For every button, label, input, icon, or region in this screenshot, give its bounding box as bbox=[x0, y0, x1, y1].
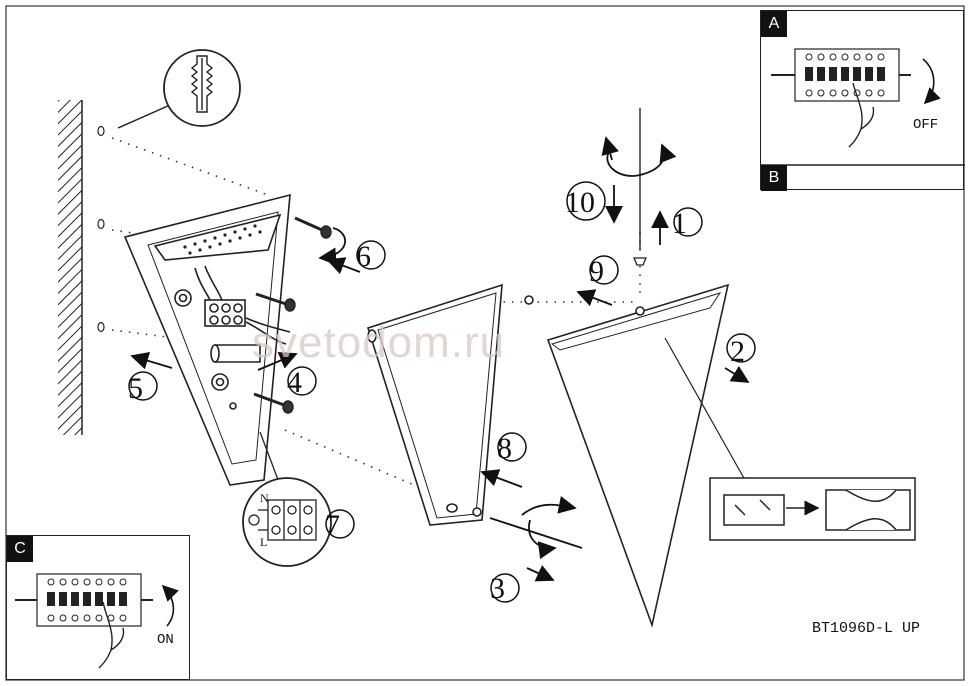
direction-arrows bbox=[130, 185, 750, 582]
screw-icon bbox=[255, 292, 296, 312]
wall-plug-icon bbox=[190, 55, 214, 113]
lamp-cover bbox=[546, 283, 746, 628]
terminal-label-l: L bbox=[260, 535, 267, 549]
panel-ab: A B OFF bbox=[760, 10, 965, 191]
top-screw-icon bbox=[633, 108, 647, 266]
screws bbox=[253, 216, 332, 414]
step-label: 6 bbox=[356, 240, 371, 273]
step-label: 7 bbox=[325, 509, 340, 542]
step-label: 5 bbox=[128, 372, 143, 405]
lamp-frame bbox=[366, 283, 534, 526]
rotation-arrows bbox=[318, 136, 677, 560]
wall-holes bbox=[97, 125, 105, 333]
dowel-callout bbox=[117, 49, 241, 129]
panel-c-tag: C bbox=[7, 536, 33, 562]
breaker-off-diagram bbox=[761, 48, 965, 166]
panel-c: C ON bbox=[6, 535, 190, 680]
wiring-detail bbox=[242, 431, 332, 567]
panel-a-caption: OFF bbox=[913, 117, 939, 133]
hand-icon bbox=[848, 82, 875, 148]
panel-b-tag: B bbox=[761, 165, 787, 191]
wall bbox=[58, 100, 83, 435]
step-label: 9 bbox=[589, 255, 604, 288]
screw-icon bbox=[253, 392, 294, 414]
step-label: 8 bbox=[497, 432, 512, 465]
panel-c-caption: ON bbox=[157, 632, 174, 648]
screw-icon bbox=[294, 216, 332, 239]
wall-bracket bbox=[123, 193, 291, 486]
step-label: 4 bbox=[287, 366, 302, 399]
breaker-on-diagram bbox=[15, 573, 179, 669]
panel-a-tag: A bbox=[761, 11, 787, 37]
step-label: 2 bbox=[730, 335, 745, 368]
watermark: svetodom.ru bbox=[252, 318, 506, 367]
hand-icon bbox=[98, 601, 125, 669]
terminal-label-n: N bbox=[260, 491, 269, 505]
light-source-detail bbox=[709, 477, 916, 541]
model-code: BT1096D-L UP bbox=[812, 620, 921, 637]
